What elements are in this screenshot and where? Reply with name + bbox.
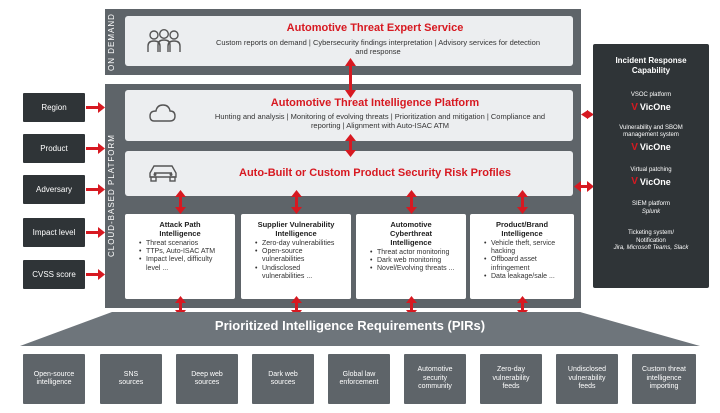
column-item: Zero-day vulnerabilities: [255, 240, 351, 248]
ir-item-label: SIEM platform: [631, 201, 670, 207]
left-label-product: Product: [23, 134, 85, 163]
left-label-text: Adversary: [35, 185, 72, 194]
column-item: TTPs, Auto-ISAC ATM: [139, 248, 235, 256]
source-label: SNS sources: [118, 370, 144, 387]
ir-item-sub: Jira, Microsoft Teams, Slack: [613, 245, 689, 251]
column-title: Attack Path Intelligence: [159, 220, 201, 238]
source-label: Dark web sources: [268, 370, 298, 387]
column-item: Data leakage/sale ...: [484, 273, 574, 281]
column-item: Undisclosed vulnerabilities ...: [255, 265, 332, 281]
vicone-logo: V VicOne: [593, 176, 709, 187]
column-product-brand: Product/Brand Intelligence Vehicle theft…: [470, 214, 574, 299]
source-dark-web: Dark web sources: [252, 354, 314, 404]
column-title: Product/Brand Intelligence: [495, 220, 549, 238]
source-label: Deep web sources: [191, 370, 223, 387]
incident-response-title: Incident Response Capability: [615, 56, 687, 75]
car-icon: [149, 165, 177, 182]
people-icon: [147, 28, 181, 52]
vicone-mark-icon: V: [631, 141, 638, 153]
source-law-enforcement: Global law enforcement: [328, 354, 390, 404]
column-title: Supplier Vulnerability Intelligence: [257, 220, 335, 238]
column-item: Vehicle theft, service hacking: [484, 240, 569, 256]
source-label: Global law enforcement: [339, 370, 379, 387]
column-item: Novel/Evolving threats ...: [370, 265, 466, 273]
intel-platform-desc: Hunting and analysis | Monitoring of evo…: [214, 112, 546, 130]
source-sns: SNS sources: [100, 354, 162, 404]
pir-label: Prioritized Intelligence Requirements (P…: [214, 318, 486, 333]
intel-platform-title: Automotive Threat Intelligence Platform: [270, 97, 480, 109]
intel-platform-box: Automotive Threat Intelligence Platform …: [125, 90, 573, 141]
left-label-text: Impact level: [32, 228, 76, 237]
left-label-adversary: Adversary: [23, 175, 85, 204]
source-label: Undisclosed vulnerability feeds: [567, 366, 607, 391]
ir-item-sub: Splunk: [641, 208, 661, 215]
source-security-community: Automotive security community: [404, 354, 466, 404]
vicone-logo: V VicOne: [593, 102, 709, 113]
source-label: Automotive security community: [417, 366, 453, 391]
source-zero-day-feeds: Zero-day vulnerability feeds: [480, 354, 542, 404]
column-item: Open-source vulnerabilities: [255, 248, 332, 264]
column-automotive-cyberthreat: Automotive Cyberthreat Intelligence Thre…: [356, 214, 466, 299]
vicone-logo: V VicOne: [593, 142, 709, 153]
vicone-mark-icon: V: [631, 101, 638, 113]
cloud-icon: [149, 104, 176, 122]
ir-item-label: VSOC platform: [630, 92, 672, 98]
expert-service-title: Automotive Threat Expert Service: [286, 22, 464, 34]
expert-service-desc: Custom reports on demand | Cybersecurity…: [215, 38, 541, 56]
source-label: Zero-day vulnerability feeds: [492, 366, 530, 391]
vicone-mark-icon: V: [631, 176, 638, 187]
left-label-text: Product: [40, 144, 68, 153]
incident-response-panel: Incident Response Capability VSOC platfo…: [593, 44, 709, 288]
source-undisclosed-feeds: Undisclosed vulnerability feeds: [556, 354, 618, 404]
column-supplier-vulnerability: Supplier Vulnerability Intelligence Zero…: [241, 214, 351, 299]
column-item: Dark web monitoring: [370, 257, 466, 265]
vicone-brand: VicOne: [639, 142, 671, 152]
column-item: Threat scenarios: [139, 240, 235, 248]
column-attack-path: Attack Path Intelligence Threat scenario…: [125, 214, 235, 299]
column-item: Offboard asset infringement: [484, 256, 566, 272]
left-label-region: Region: [23, 93, 85, 122]
expert-service-box: Automotive Threat Expert Service Custom …: [125, 16, 573, 66]
source-custom-importing: Custom threat intelligence importing: [632, 354, 696, 404]
left-arrows: [86, 102, 105, 280]
ir-item-label: Ticketing system/ Notification: [627, 230, 675, 244]
column-item: Impact level, difficulty level ...: [139, 256, 226, 272]
source-osint: Open-source intelligence: [23, 354, 85, 404]
left-label-text: Region: [41, 103, 67, 112]
ir-item-label: Vulnerability and SBOM management system: [619, 124, 683, 139]
source-deep-web: Deep web sources: [176, 354, 238, 404]
column-item: Threat actor monitoring: [370, 249, 466, 257]
source-label: Open-source intelligence: [33, 370, 75, 387]
pir-banner: [20, 312, 700, 346]
column-title: Automotive Cyberthreat Intelligence: [389, 220, 433, 247]
left-label-text: CVSS score: [32, 270, 76, 279]
left-label-impact: Impact level: [23, 218, 85, 247]
risk-profiles-title: Auto-Built or Custom Product Security Ri…: [239, 167, 511, 179]
vicone-brand: VicOne: [639, 102, 671, 112]
left-label-cvss: CVSS score: [23, 260, 85, 289]
source-label: Custom threat intelligence importing: [642, 366, 686, 391]
ir-item-label: Virtual patching: [630, 166, 672, 173]
vicone-brand: VicOne: [639, 176, 671, 187]
risk-profiles-box: Auto-Built or Custom Product Security Ri…: [125, 151, 573, 196]
